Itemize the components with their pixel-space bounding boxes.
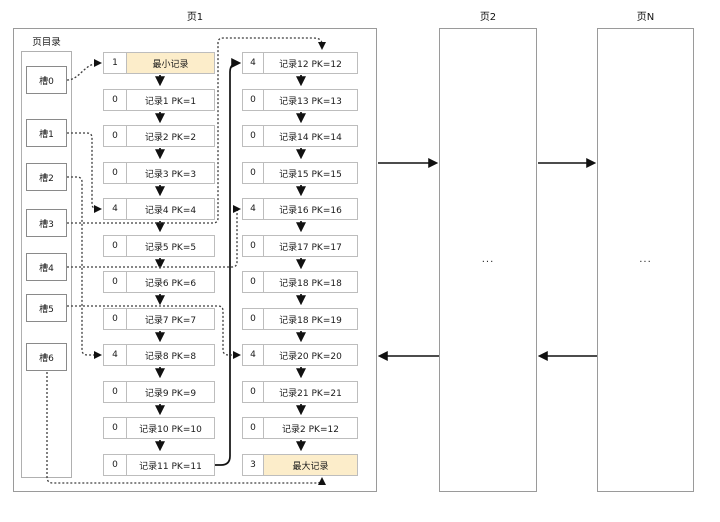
- record-n-owned: 0: [243, 418, 264, 438]
- directory-slot-1: 槽1: [26, 119, 67, 147]
- record-n-owned: 0: [243, 236, 264, 256]
- record-row: 0 记录1 PK=1: [103, 89, 215, 111]
- record-row: 0 记录9 PK=9: [103, 381, 215, 403]
- record-row: 0 记录2 PK=2: [103, 125, 215, 147]
- record-n-owned: 0: [104, 126, 127, 146]
- page2-ellipsis: ...: [481, 254, 495, 265]
- slot-label: 槽0: [39, 76, 54, 87]
- record-label: 记录2 PK=2: [144, 132, 197, 143]
- record-n-owned: 4: [243, 345, 264, 365]
- record-row: 0 记录14 PK=14: [242, 125, 358, 147]
- record-label: 记录13 PK=13: [279, 96, 342, 107]
- record-n-owned: 0: [104, 272, 127, 292]
- record-label: 记录11 PK=11: [139, 461, 202, 472]
- record-label: 记录10 PK=10: [139, 424, 202, 435]
- directory-slot-3: 槽3: [26, 209, 67, 237]
- record-n-owned: 0: [104, 418, 127, 438]
- record-row: 0 记录11 PK=11: [103, 454, 215, 476]
- slot-label: 槽5: [39, 304, 54, 315]
- slot-label: 槽1: [39, 129, 54, 140]
- record-n-owned: 4: [243, 199, 264, 219]
- record-label: 记录16 PK=16: [279, 205, 342, 216]
- record-n-owned: 0: [243, 309, 264, 329]
- directory-slot-2: 槽2: [26, 163, 67, 191]
- record-label: 最大记录: [264, 455, 357, 475]
- pageN-box: [597, 28, 694, 492]
- record-label: 记录20 PK=20: [279, 351, 342, 362]
- record-label: 最小记录: [127, 53, 214, 73]
- page2-title: 页2: [479, 12, 497, 23]
- record-label: 记录14 PK=14: [279, 132, 342, 143]
- record-n-owned: 0: [104, 382, 127, 402]
- record-label: 记录4 PK=4: [144, 205, 197, 216]
- record-row: 4 记录12 PK=12: [242, 52, 358, 74]
- record-label: 记录3 PK=3: [144, 169, 197, 180]
- record-label: 记录15 PK=15: [279, 169, 342, 180]
- slot-label: 槽4: [39, 263, 54, 274]
- record-label: 记录6 PK=6: [144, 278, 197, 289]
- record-label: 记录17 PK=17: [279, 242, 342, 253]
- pageN-ellipsis: ...: [639, 254, 652, 265]
- record-row: 4 记录8 PK=8: [103, 344, 215, 366]
- record-row: 4 记录20 PK=20: [242, 344, 358, 366]
- record-row: 0 记录18 PK=19: [242, 308, 358, 330]
- slot-label: 槽6: [39, 353, 54, 364]
- record-n-owned: 0: [104, 455, 127, 475]
- directory-slot-0: 槽0: [26, 66, 67, 94]
- record-row: 0 记录10 PK=10: [103, 417, 215, 439]
- record-n-owned: 1: [104, 53, 127, 73]
- record-n-owned: 4: [104, 345, 127, 365]
- record-label: 记录12 PK=12: [279, 59, 342, 70]
- record-row: 4 记录4 PK=4: [103, 198, 215, 220]
- directory-slot-6: 槽6: [26, 343, 67, 371]
- record-n-owned: 0: [104, 90, 127, 110]
- directory-slot-5: 槽5: [26, 294, 67, 322]
- record-n-owned: 0: [104, 236, 127, 256]
- record-label: 记录8 PK=8: [144, 351, 197, 362]
- record-label: 记录5 PK=5: [144, 242, 197, 253]
- page2-box: [439, 28, 537, 492]
- page1-title: 页1: [186, 12, 204, 23]
- record-n-owned: 3: [243, 455, 264, 475]
- record-n-owned: 0: [104, 163, 127, 183]
- record-row: 4 记录16 PK=16: [242, 198, 358, 220]
- record-label: 记录18 PK=18: [279, 278, 342, 289]
- record-label: 记录9 PK=9: [144, 388, 197, 399]
- record-row: 0 记录15 PK=15: [242, 162, 358, 184]
- record-row: 0 记录2 PK=12: [242, 417, 358, 439]
- slot-label: 槽2: [39, 173, 54, 184]
- record-n-owned: 0: [104, 309, 127, 329]
- record-n-owned: 4: [243, 53, 264, 73]
- record-n-owned: 0: [243, 382, 264, 402]
- record-label: 记录1 PK=1: [144, 96, 197, 107]
- record-row: 0 记录6 PK=6: [103, 271, 215, 293]
- record-n-owned: 0: [243, 272, 264, 292]
- record-label: 记录7 PK=7: [144, 315, 197, 326]
- record-row: 0 记录5 PK=5: [103, 235, 215, 257]
- record-label: 记录21 PK=21: [279, 388, 342, 399]
- record-n-owned: 0: [243, 90, 264, 110]
- record-row: 0 记录3 PK=3: [103, 162, 215, 184]
- page-directory-title: 页目录: [32, 37, 61, 48]
- record-label: 记录2 PK=12: [282, 424, 339, 435]
- record-row: 0 记录7 PK=7: [103, 308, 215, 330]
- record-n-owned: 0: [243, 126, 264, 146]
- pageN-title: 页N: [636, 12, 655, 23]
- record-n-owned: 4: [104, 199, 127, 219]
- record-row: 0 记录13 PK=13: [242, 89, 358, 111]
- directory-slot-4: 槽4: [26, 253, 67, 281]
- record-row: 0 记录17 PK=17: [242, 235, 358, 257]
- record-label: 记录18 PK=19: [279, 315, 342, 326]
- slot-label: 槽3: [39, 219, 54, 230]
- record-row: 0 记录18 PK=18: [242, 271, 358, 293]
- record-n-owned: 0: [243, 163, 264, 183]
- record-row: 0 记录21 PK=21: [242, 381, 358, 403]
